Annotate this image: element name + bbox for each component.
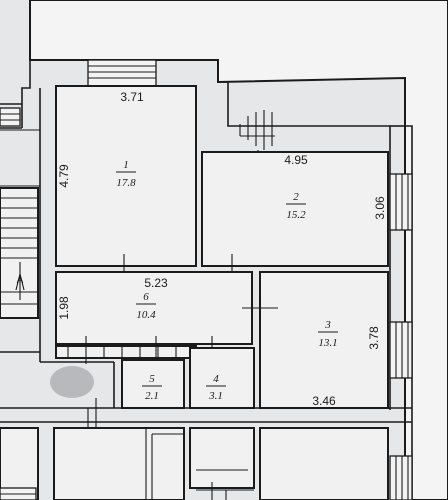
room-1-number: 1 bbox=[123, 159, 129, 171]
right-window-1 bbox=[389, 173, 413, 231]
room-2 bbox=[201, 151, 389, 280]
staircase bbox=[0, 129, 40, 319]
room-3-number: 3 bbox=[324, 319, 331, 331]
room-4-area: 3.1 bbox=[208, 390, 223, 402]
section-mark: A bbox=[17, 275, 24, 286]
top-window bbox=[87, 59, 157, 87]
right-window-2 bbox=[389, 321, 413, 379]
room-6-number: 6 bbox=[143, 291, 149, 303]
room-5-number: 5 bbox=[149, 373, 155, 385]
lower-left-window bbox=[0, 487, 37, 500]
room-4-number: 4 bbox=[213, 373, 219, 385]
dim-room-6-height: 1.98 bbox=[57, 296, 71, 320]
right-window-3 bbox=[389, 455, 413, 500]
stair-hatch-top bbox=[239, 110, 275, 166]
dim-room-1-width: 3.71 bbox=[120, 90, 144, 104]
room-5 bbox=[121, 359, 185, 409]
left-lower-walls bbox=[0, 351, 412, 438]
dim-room-2-width: 4.95 bbox=[284, 153, 308, 167]
room-3 bbox=[242, 271, 389, 409]
dim-room-3-height: 3.78 bbox=[367, 326, 381, 350]
room-3-area: 13.1 bbox=[318, 337, 337, 349]
room-2-number: 2 bbox=[293, 191, 299, 203]
room-5-area: 2.1 bbox=[145, 390, 159, 402]
room-2-area: 15.2 bbox=[286, 209, 306, 221]
room-1-area: 17.8 bbox=[116, 177, 136, 189]
room-6 bbox=[55, 271, 253, 345]
left-top-window bbox=[0, 107, 21, 127]
dim-room-1-height: 4.79 bbox=[57, 164, 71, 188]
room-4 bbox=[189, 347, 255, 409]
corridor-strip bbox=[55, 336, 213, 364]
room-1 bbox=[55, 85, 197, 280]
dim-room-2-height: 3.06 bbox=[373, 196, 387, 220]
dim-room-6-width: 5.23 bbox=[144, 276, 168, 290]
dim-room-3-width: 3.46 bbox=[312, 394, 336, 408]
room-6-area: 10.4 bbox=[136, 309, 156, 321]
lower-rooms bbox=[0, 427, 389, 500]
blurred-stamp bbox=[50, 366, 94, 398]
